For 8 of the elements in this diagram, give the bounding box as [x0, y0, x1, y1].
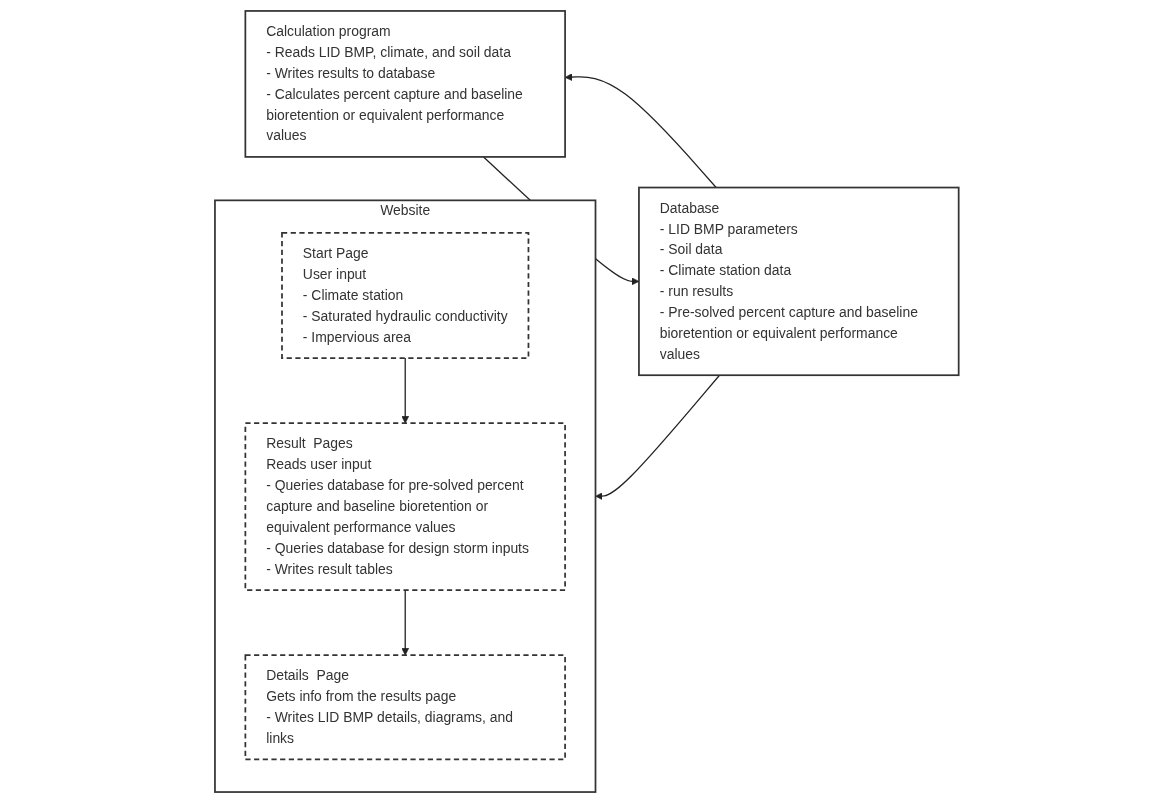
arrow	[401, 589, 409, 656]
arrow	[401, 357, 409, 424]
node-box: Database - LID BMP parameters - Soil data - Climate station data - run results - Pre-solved percent capture and baseline bioretention or equivalent performance values	[637, 186, 960, 377]
node-box: Calculation program - Reads LID BMP, climate, and soil data - Writes results to database - Calculates percent capture and baseline bioretention or equivalent performance values	[244, 10, 566, 158]
node-box: Start Page User input - Climate station - Saturated hydraulic conductivity - Impervious area	[280, 232, 529, 359]
arrow	[564, 73, 717, 189]
node-box: Result Pages Reads user input - Queries database for pre-solved percent capture and baseline bioretention or equivalent performance values - Queries database for design storm inputs - Writes result tables	[244, 422, 566, 591]
node-box: Details Page Gets info from the results page - Writes LID BMP details, diagrams, and links	[244, 654, 566, 761]
